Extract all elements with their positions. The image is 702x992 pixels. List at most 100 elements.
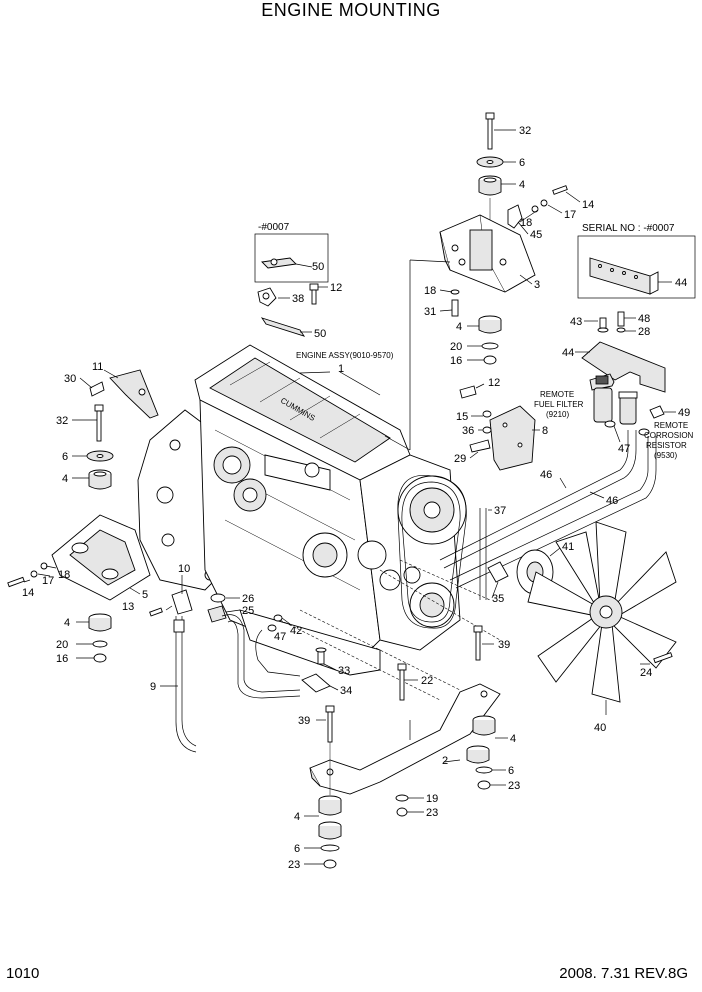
callout: 18 <box>520 217 532 229</box>
bracket-8 <box>459 383 540 471</box>
mount-beam-2 <box>309 683 501 795</box>
inset-frame <box>254 233 329 283</box>
radiator-pipes <box>439 420 657 600</box>
filter-bracket-44 <box>575 311 666 393</box>
note-fuel-filter-1: REMOTE <box>540 390 574 399</box>
bolt-shank <box>487 118 493 150</box>
note-corrosion-4: (9530) <box>654 451 677 460</box>
callout: 39 <box>298 715 310 727</box>
leader-lines-top-right <box>439 129 581 361</box>
callout: 4 <box>64 617 70 629</box>
callout: 30 <box>64 373 76 385</box>
page-number: 1010 <box>6 965 40 982</box>
callout: 35 <box>492 593 504 605</box>
callout: 4 <box>510 733 516 745</box>
callout: 6 <box>294 843 300 855</box>
callout: 8 <box>542 425 548 437</box>
callout: 23 <box>508 780 520 792</box>
callout: 3 <box>534 279 540 291</box>
callout: 17 <box>42 575 54 587</box>
bolt-head <box>485 112 495 120</box>
callout: 10 <box>178 563 190 575</box>
callout: 6 <box>508 765 514 777</box>
cooling-fan <box>516 521 677 715</box>
callout: 14 <box>582 199 594 211</box>
callout: 34 <box>340 685 352 697</box>
note-serial-small: -#0007 <box>258 222 290 233</box>
note-corrosion-1: REMOTE <box>654 421 688 430</box>
callout: 12 <box>488 377 500 389</box>
inset-serial-no-plate <box>577 235 696 299</box>
callout: 47 <box>618 443 630 455</box>
fan-blades <box>527 521 677 703</box>
leader-lines-engine <box>299 259 451 451</box>
callout: 49 <box>678 407 690 419</box>
callout: 13 <box>122 601 134 613</box>
callout: 4 <box>62 473 68 485</box>
clip-and-bracket-38-50 <box>257 283 328 337</box>
callout: 32 <box>519 125 531 137</box>
note-fuel-filter-2: FUEL FILTER <box>534 400 584 409</box>
leader-lines-front-beam <box>304 643 508 865</box>
bracket-11 <box>109 369 159 419</box>
callout: 46 <box>606 495 618 507</box>
coolant-pipes <box>207 593 301 699</box>
callout: 37 <box>494 505 506 517</box>
clamps-33-34 <box>301 647 339 693</box>
callout: 50 <box>312 261 324 273</box>
callout: 11 <box>92 361 103 373</box>
callout: 24 <box>640 667 652 679</box>
note-fuel-filter-3: (9210) <box>546 410 569 419</box>
callout: 46 <box>540 469 552 481</box>
callout: 19 <box>426 793 438 805</box>
callout: 44 <box>675 277 687 289</box>
note-engine-assy: ENGINE ASSY(9010-9570) <box>296 351 394 360</box>
callout: 40 <box>594 722 606 734</box>
callout: 48 <box>638 313 650 325</box>
callout: 20 <box>450 341 462 353</box>
callout: 31 <box>424 306 436 318</box>
engine-assembly: CUMMINS <box>137 344 501 701</box>
callout: 15 <box>456 411 468 423</box>
inset-frame-serial <box>577 235 696 299</box>
callout: 4 <box>456 321 462 333</box>
callout: 23 <box>288 859 300 871</box>
callout: 1 <box>338 363 344 375</box>
rubber-mount <box>478 180 502 196</box>
callout: 12 <box>330 282 342 294</box>
page-title: ENGINE MOUNTING <box>261 0 441 20</box>
callout: 42 <box>290 625 302 637</box>
callout: 28 <box>638 326 650 338</box>
left-rear-mount <box>7 369 159 663</box>
callout: 22 <box>421 675 433 687</box>
callout: 45 <box>530 229 542 241</box>
dipstick-tube <box>149 575 197 753</box>
callout: 29 <box>454 453 466 465</box>
note-corrosion-2: CORROSION <box>644 431 694 440</box>
callout: 14 <box>22 587 34 599</box>
callout: 23 <box>426 807 438 819</box>
corrosion-resistor-canister <box>619 395 637 425</box>
callout: 20 <box>56 639 68 651</box>
callout: 5 <box>142 589 148 601</box>
callout: 41 <box>562 541 574 553</box>
callout: 25 <box>242 605 254 617</box>
inset-serial-bracket <box>254 233 329 283</box>
callout: 44 <box>562 347 574 359</box>
callout: 26 <box>242 593 254 605</box>
revision-date: 2008. 7.31 REV.8G <box>559 965 688 982</box>
leader-lines-left <box>23 369 141 659</box>
callout: 4 <box>519 179 525 191</box>
callout: 9 <box>150 681 156 693</box>
callout: 32 <box>56 415 68 427</box>
callout-numbers: 32 6 4 14 17 18 45 50 38 12 50 3 18 31 4… <box>22 125 690 871</box>
callout: 18 <box>58 569 70 581</box>
callout: 43 <box>570 316 582 328</box>
fuel-filter-canister <box>593 387 613 423</box>
callout: 39 <box>498 639 510 651</box>
callout: 36 <box>462 425 474 437</box>
callout: 16 <box>56 653 68 665</box>
callout: 38 <box>292 293 304 305</box>
